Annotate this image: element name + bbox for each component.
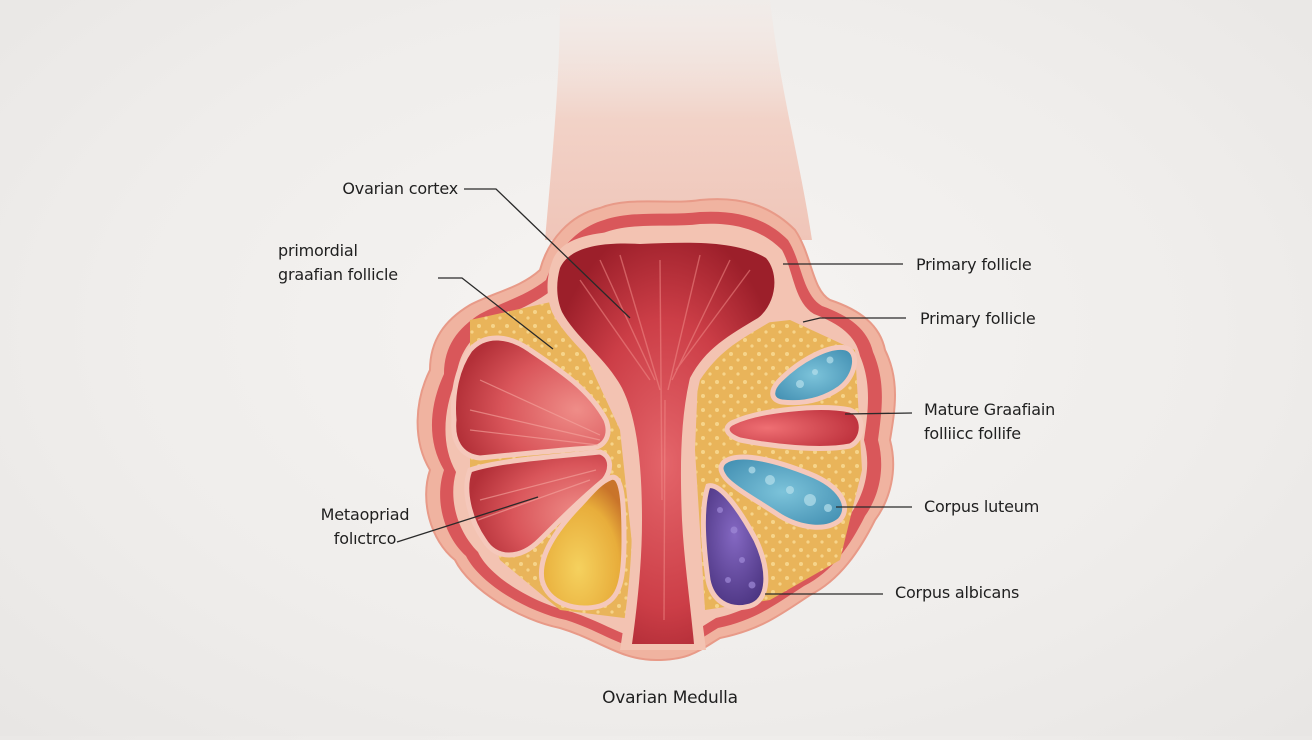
- blue-follicle-large: [718, 454, 848, 530]
- ovarian-medulla-label: Ovarian Medulla: [602, 688, 738, 708]
- leader-primary-follicle-2: [802, 317, 906, 323]
- purple-follicle: [700, 483, 769, 610]
- label-line: Primary follicle: [920, 309, 1036, 328]
- label-corpus-luteum: Corpus luteum: [924, 495, 1094, 519]
- label-metaopriad-follicle: Metaopriad folıctrco: [300, 503, 430, 551]
- label-line: Mature Graafiain: [924, 400, 1056, 419]
- label-line: folıctrco: [333, 529, 397, 548]
- label-line: Ovarian cortex: [342, 179, 458, 198]
- label-line: primordial: [278, 241, 358, 260]
- ovarian-stalk: [545, 0, 812, 240]
- label-line: graafian follicle: [278, 265, 398, 284]
- label-line: Corpus albicans: [895, 583, 1020, 602]
- leader-mature-graafian-follicle: [844, 412, 913, 415]
- label-line: Metaopriad: [320, 505, 410, 524]
- leader-lines: [396, 188, 913, 595]
- label-mature-graafian-follicle: Mature Graafiain folliicc follife: [924, 398, 1094, 446]
- label-line: Corpus luteum: [924, 497, 1040, 516]
- leader-ovarian-cortex: [464, 188, 631, 319]
- left-lobe-lower: [464, 449, 612, 558]
- yellow-follicle: [538, 474, 627, 611]
- label-line: folliicc follife: [924, 424, 1021, 443]
- label-corpus-albicans: Corpus albicans: [895, 581, 1065, 605]
- blue-follicle-top: [770, 344, 857, 406]
- leader-primordial-graafian-follicle: [438, 277, 554, 350]
- label-primary-follicle-1: Primary follicle: [916, 253, 1076, 277]
- leader-metaopriad-follicle: [396, 496, 539, 543]
- label-primordial-graafian-follicle: primordial graafian follicle: [278, 239, 438, 287]
- label-ovarian-cortex: Ovarian cortex: [300, 177, 458, 201]
- label-primary-follicle-2: Primary follicle: [920, 307, 1080, 331]
- label-line: Primary follicle: [916, 255, 1032, 274]
- red-follicle: [724, 405, 864, 451]
- left-lobe-upper: [451, 335, 611, 461]
